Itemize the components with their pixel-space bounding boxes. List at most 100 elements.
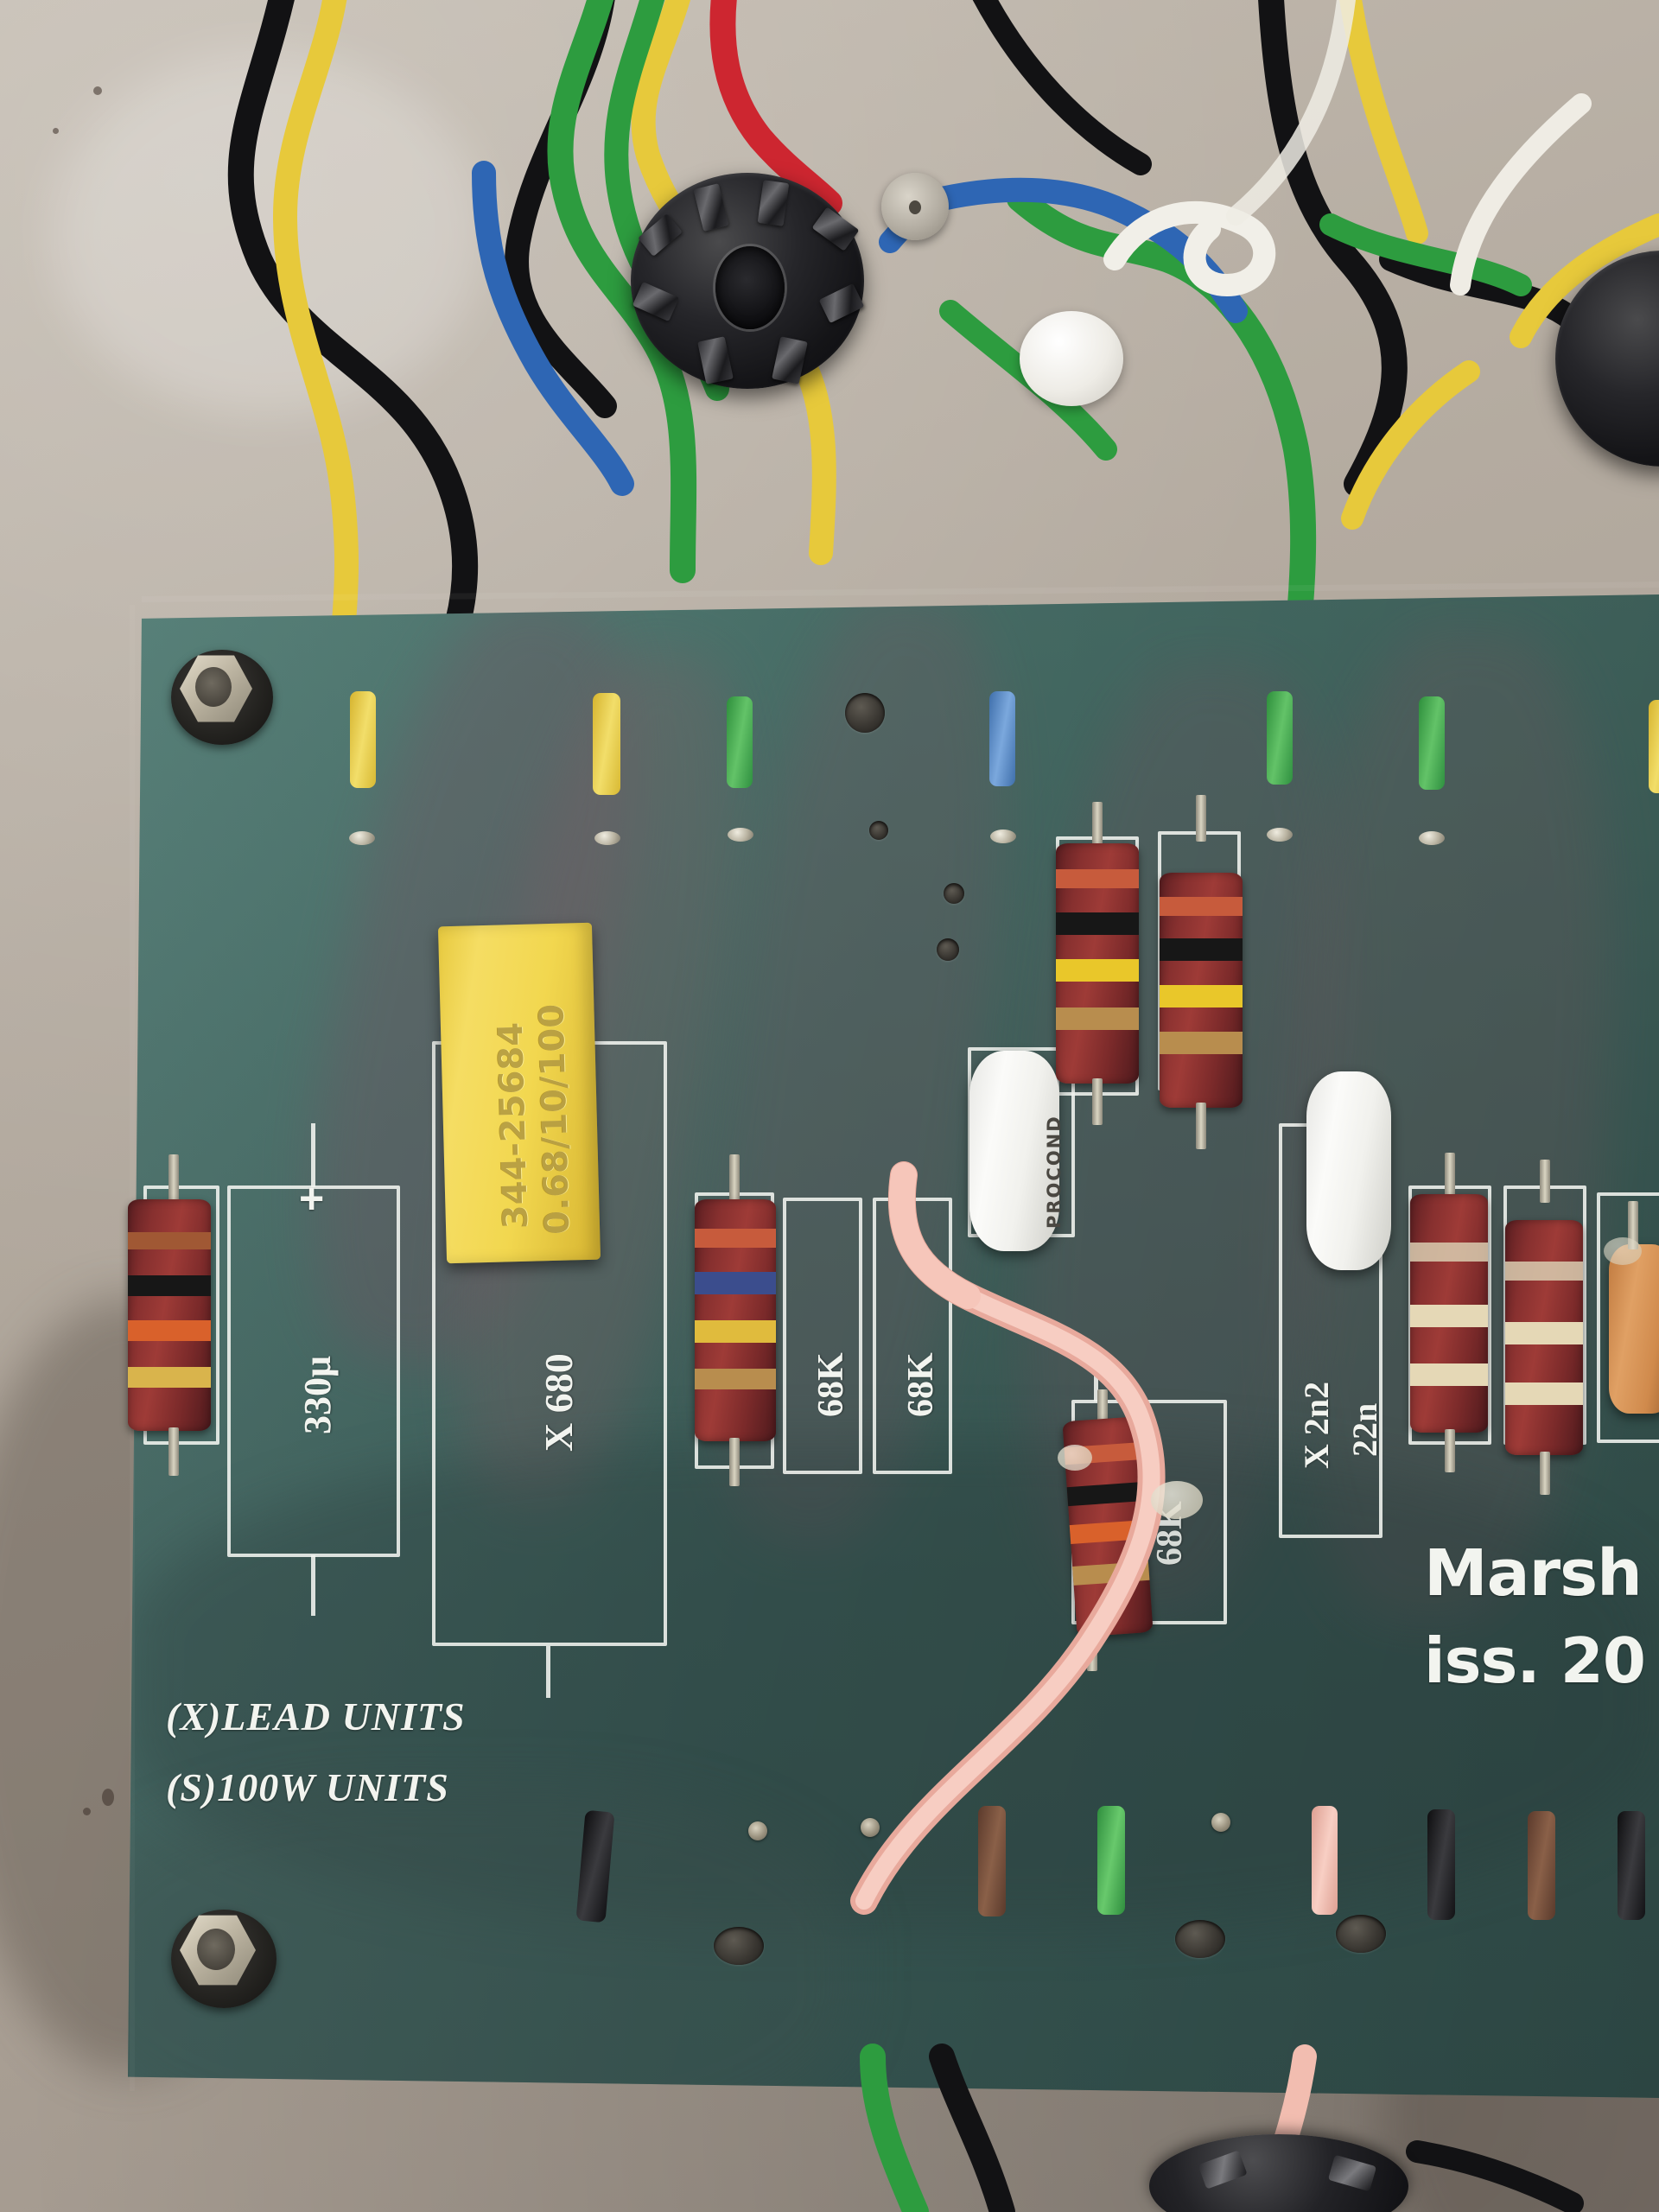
board-brand-name: Marsh (1424, 1536, 1643, 1611)
flux-residue (1151, 1481, 1203, 1519)
resistor-band (1410, 1363, 1488, 1386)
resistor-band (695, 1229, 776, 1248)
background-speck (93, 86, 102, 95)
solder-joint (349, 831, 375, 845)
legend-lead-units: (X)LEAD UNITS (166, 1694, 466, 1738)
hex-nut-hole (197, 1929, 235, 1970)
mounting-bolt-top (171, 650, 273, 745)
board-wire-stub-brown-2 (1528, 1811, 1555, 1920)
resistor-lead (1092, 802, 1103, 849)
board-wire-stub-black-3 (1618, 1811, 1645, 1920)
silk-polarity-plus: + (299, 1174, 325, 1223)
board-wire-stub-black-2 (1427, 1809, 1455, 1920)
resistor-mid-68k (695, 1199, 776, 1441)
solder-joint (990, 830, 1016, 843)
resistor-band (1056, 959, 1139, 982)
resistor-band (695, 1369, 776, 1389)
board-wire-stub-green-1 (727, 696, 753, 788)
resistor-lead (1445, 1429, 1455, 1472)
resistor-band (128, 1367, 211, 1388)
procond-capacitor: PROCOND (969, 1051, 1065, 1251)
solder-joint (1419, 831, 1445, 845)
resistor-band (695, 1320, 776, 1343)
silk-outline-cap-orange (1597, 1192, 1659, 1443)
board-hole-bottom (1336, 1915, 1386, 1953)
board-hole-bottom (1175, 1920, 1225, 1958)
resistor-lead (168, 1154, 179, 1203)
board-pad (1211, 1813, 1230, 1832)
board-wire-stub-yellow-1 (350, 691, 376, 788)
silk-outline-68k-1 (783, 1198, 862, 1474)
resistor-band (1505, 1382, 1583, 1405)
resistor-band (1505, 1262, 1583, 1281)
resistor-lead (1445, 1153, 1455, 1196)
resistor-band (1056, 869, 1139, 888)
resistor-band (1056, 1007, 1139, 1030)
mounting-bolt-bottom (171, 1910, 276, 2008)
resistor-band (1410, 1305, 1488, 1327)
solder-joint (594, 831, 620, 845)
resistor-right-a (1410, 1194, 1488, 1433)
white-capacitor-2n2 (1306, 1071, 1391, 1270)
flux-residue (1058, 1445, 1092, 1471)
resistor-top-a (1056, 843, 1139, 1084)
board-pad (748, 1821, 767, 1840)
resistor-lead (1196, 795, 1206, 842)
hex-nut-hole (195, 667, 232, 707)
resistor-band (128, 1275, 211, 1296)
legend-100w-units: (S)100W UNITS (166, 1765, 449, 1809)
flux-residue (1604, 1237, 1642, 1265)
resistor-band (1160, 985, 1243, 1007)
orange-capacitor (1609, 1244, 1659, 1414)
resistor-band (1505, 1322, 1583, 1344)
resistor-band (1160, 1032, 1243, 1054)
board-wire-stub-green-b (1097, 1806, 1125, 1915)
wire-harness (0, 0, 1659, 635)
resistor-band (1160, 938, 1243, 961)
socket-center-pin (715, 246, 785, 329)
silk-lead-x680-bottom (546, 1646, 550, 1698)
silk-lead-330u-top (311, 1123, 315, 1187)
resistor-lead (729, 1438, 740, 1486)
resistor-lead (1196, 1103, 1206, 1149)
capacitor-lead (1628, 1201, 1638, 1249)
resistor-band (128, 1232, 211, 1249)
resistor-lead (1540, 1452, 1550, 1495)
board-hole (869, 821, 888, 840)
solder-joint (1267, 828, 1293, 842)
board-wire-stub-blue (989, 691, 1015, 786)
resistor-330u-left (128, 1199, 211, 1431)
bottom-wire-harness (0, 2044, 1659, 2212)
background-speck (83, 1808, 91, 1815)
chassis-washer-hole (909, 200, 921, 214)
resistor-right-b (1505, 1220, 1583, 1455)
board-hole (937, 938, 959, 961)
board-wire-stub-pink (1312, 1806, 1338, 1915)
resistor-lead (729, 1154, 740, 1203)
background-speck (53, 128, 59, 134)
board-wire-stub-yellow-2 (593, 693, 620, 795)
board-hole-bottom (714, 1927, 764, 1965)
board-wire-stub-yellow-3 (1649, 700, 1659, 793)
resistor-band (1410, 1243, 1488, 1262)
resistor-lead (168, 1427, 179, 1476)
resistor-band (128, 1320, 211, 1341)
silk-lead-330u-bottom (311, 1555, 315, 1616)
resistor-lead (1092, 1078, 1103, 1125)
board-hole (845, 693, 885, 733)
board-wire-stub-green-3 (1419, 696, 1445, 790)
solder-joint (728, 828, 753, 842)
resistor-band (1056, 912, 1139, 935)
resistor-band (1160, 897, 1243, 916)
board-hole (944, 883, 964, 904)
board-pad (861, 1818, 880, 1837)
board-issue-number: iss. 20 (1424, 1624, 1646, 1697)
background-speck (102, 1789, 114, 1806)
background-highlight (52, 52, 484, 415)
resistor-lead (1540, 1160, 1550, 1203)
board-wire-stub-green-2 (1267, 691, 1293, 785)
board-wire-stub-brown (978, 1806, 1006, 1916)
resistor-band (695, 1272, 776, 1294)
resistor-top-b (1160, 873, 1243, 1108)
